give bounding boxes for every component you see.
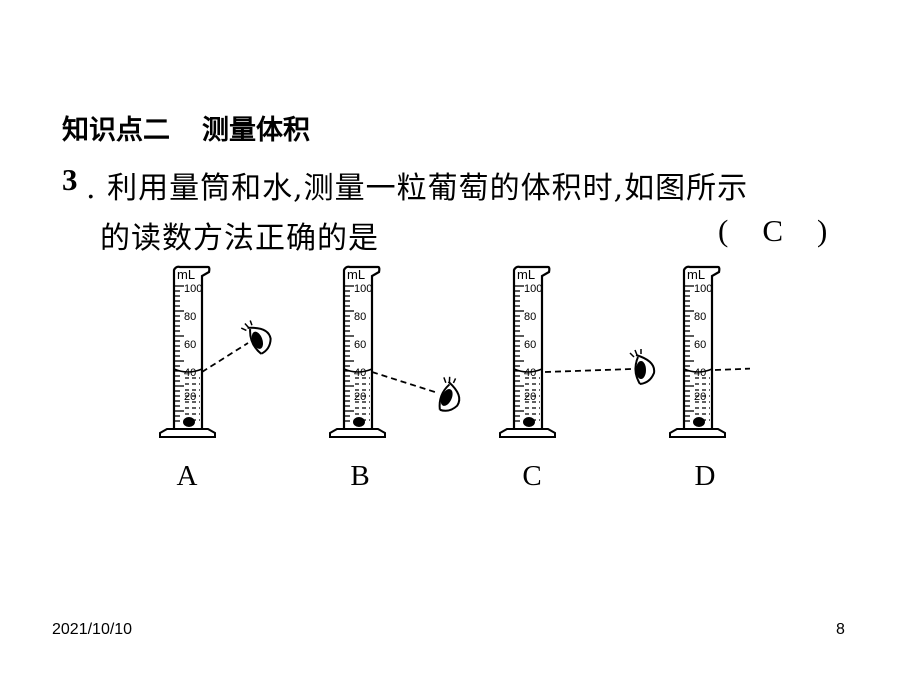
eye-pupil [636, 361, 646, 379]
grape [183, 417, 195, 427]
sight-line [714, 367, 750, 371]
tick-label: 40 [184, 367, 196, 379]
tick-label: 20 [184, 391, 196, 403]
tick-label: 60 [694, 339, 706, 351]
eye-icon [240, 320, 272, 355]
eye-lid [247, 326, 272, 355]
page-number: 8 [836, 621, 845, 638]
water-meniscus [513, 368, 543, 373]
option-label-a: A [176, 460, 198, 492]
cylinder-body [342, 265, 381, 429]
tick-label: 60 [354, 339, 366, 351]
eye-pupil [440, 389, 453, 406]
tick-label: 100 [184, 283, 202, 295]
eye-pupil [251, 331, 264, 349]
tick-label: 20 [524, 391, 536, 403]
tick-label: 80 [694, 311, 706, 323]
eye-front [249, 329, 262, 355]
water-meniscus [173, 368, 203, 373]
heading-part2: 测量体积 [202, 115, 310, 146]
answer-open-paren: ( [718, 213, 729, 248]
unit-label: mL [687, 267, 705, 282]
eye-icon [438, 376, 461, 412]
tick-label: 40 [524, 367, 536, 379]
tick-label: 100 [694, 283, 712, 295]
cylinder-body [682, 265, 721, 429]
sight-line [544, 368, 633, 373]
water-meniscus [343, 368, 373, 373]
grape [353, 417, 365, 427]
cylinder-base [499, 428, 556, 438]
eye-lid [439, 381, 461, 412]
section-heading: 知识点二 测量体积 [62, 108, 310, 147]
grape [523, 417, 535, 427]
option-label-b: B [350, 460, 370, 492]
eyelashes [443, 376, 457, 384]
tick-label: 40 [354, 367, 366, 379]
footer-date: 2021/10/10 [52, 621, 133, 638]
answer-close-paren: ) [817, 213, 828, 248]
tick-label: 40 [694, 367, 706, 379]
option-label-c: C [522, 460, 542, 492]
unit-label: mL [177, 267, 195, 282]
tick-label: 80 [524, 311, 536, 323]
cylinder-base [669, 428, 726, 438]
cylinder-body [512, 265, 551, 429]
cylinder-body [172, 265, 211, 429]
eye-front [438, 383, 451, 410]
eyelashes [240, 320, 253, 332]
sight-line [201, 342, 249, 373]
cylinder-base [159, 428, 216, 438]
question-text-line1: . 利用量筒和水,测量一粒葡萄的体积时,如图所示 [86, 171, 749, 206]
eye-front [634, 356, 641, 385]
tick-label: 100 [524, 283, 542, 295]
tick-label: 20 [694, 391, 706, 403]
question-number: 3 [62, 162, 78, 197]
eyelashes [629, 349, 642, 358]
tick-label: 80 [184, 311, 196, 323]
unit-label: mL [517, 267, 535, 282]
heading-part1: 知识点二 [62, 115, 170, 146]
cylinder-base [329, 428, 386, 438]
tick-label: 20 [354, 391, 366, 403]
option-label-d: D [694, 460, 716, 492]
eye-lid [635, 354, 656, 385]
answer-bracket: ( C) [718, 213, 827, 249]
tick-label: 60 [184, 339, 196, 351]
unit-label: mL [347, 267, 365, 282]
water-meniscus [683, 368, 713, 373]
eye-icon [629, 349, 656, 385]
question-text-line2: 的读数方法正确的是 [100, 221, 379, 256]
answer-letter: C [762, 213, 784, 248]
grape [693, 417, 705, 427]
tick-label: 80 [354, 311, 366, 323]
tick-label: 60 [524, 339, 536, 351]
tick-label: 100 [354, 283, 372, 295]
measuring-cylinder-figure: mL10080604020mL10080604020mL10080604020m… [159, 265, 750, 438]
sight-line [371, 371, 439, 394]
